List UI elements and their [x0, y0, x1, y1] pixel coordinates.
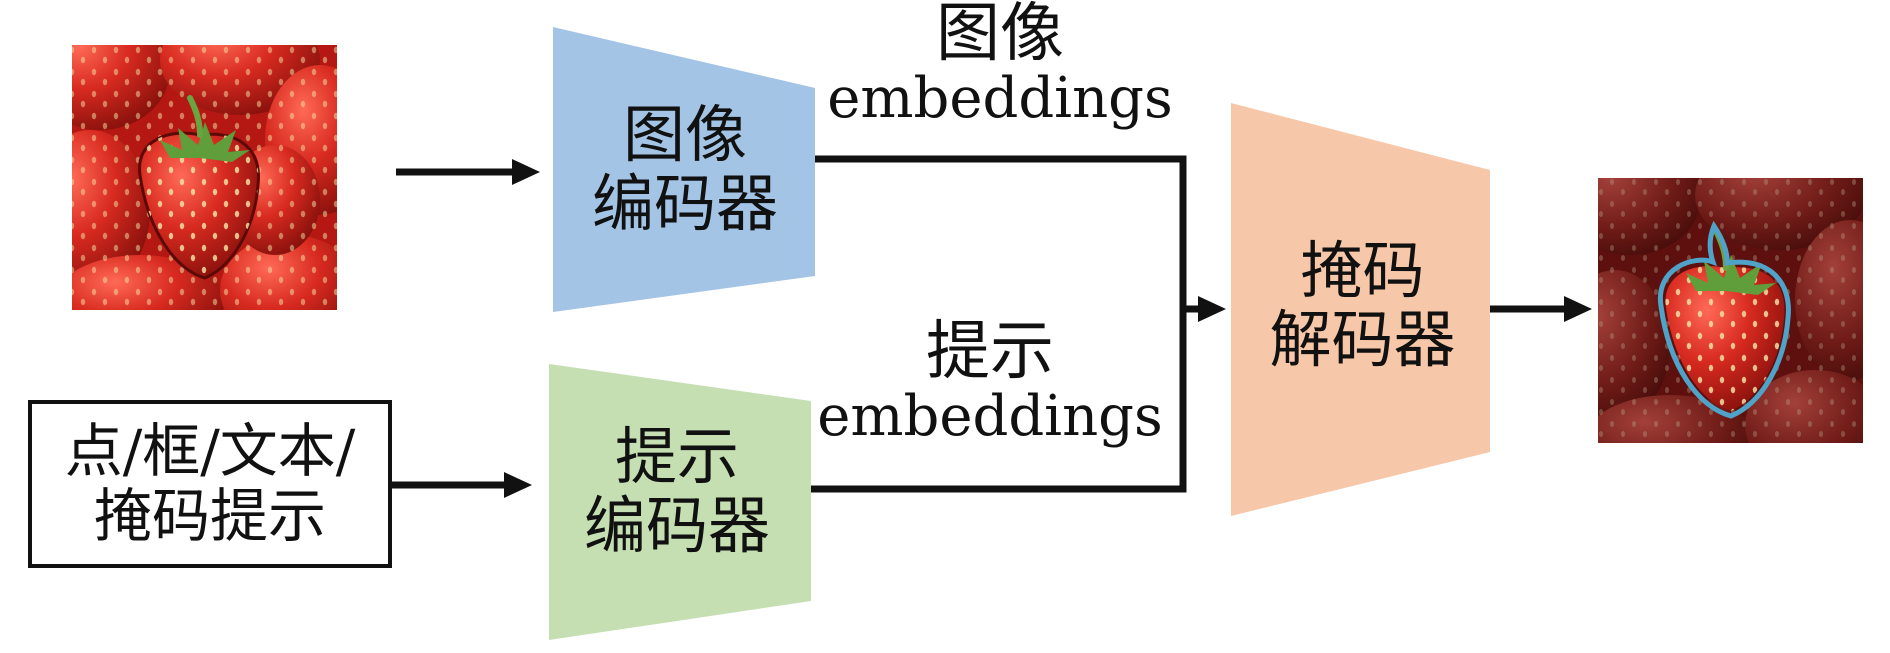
prompt-input-line2: 掩码提示	[93, 482, 326, 550]
image-encoder-line2: 编码器	[591, 167, 778, 241]
prompt-input-line1: 点/框/文本/	[64, 417, 356, 486]
prompt-embeddings-line1: 提示	[926, 315, 1054, 389]
image-encoder-block	[553, 27, 815, 312]
image-encoder-label: 图像 编码器	[560, 100, 810, 239]
image-embeddings-line2: embeddings	[827, 66, 1173, 132]
mask-decoder-line1: 掩码	[1300, 234, 1425, 307]
prompt-input-arrow	[392, 472, 532, 498]
mask-decoder-line2: 解码器	[1269, 303, 1456, 377]
output-arrow	[1490, 296, 1592, 322]
prompt-encoder-label: 提示 编码器	[552, 422, 802, 561]
prompt-embeddings-label: 提示 embeddings	[810, 315, 1170, 450]
image-embeddings-line1: 图像	[936, 0, 1064, 71]
prompt-encoder-block	[549, 364, 811, 640]
input-image-arrow	[396, 159, 540, 185]
segmented-strawberry-image-icon	[1598, 178, 1863, 443]
image-embeddings-label: 图像 embeddings	[820, 0, 1180, 130]
mask-decoder-label: 掩码 解码器	[1235, 236, 1490, 375]
embeddings-connector	[811, 155, 1226, 493]
image-encoder-line1: 图像	[622, 98, 747, 171]
prompt-embeddings-line2: embeddings	[817, 384, 1163, 450]
mask-decoder-block	[1231, 103, 1490, 516]
strawberry-image-icon	[72, 45, 337, 310]
prompt-input-box: 点/框/文本/ 掩码提示	[28, 400, 392, 568]
prompt-encoder-line1: 提示	[614, 420, 739, 493]
prompt-encoder-line2: 编码器	[583, 489, 770, 563]
